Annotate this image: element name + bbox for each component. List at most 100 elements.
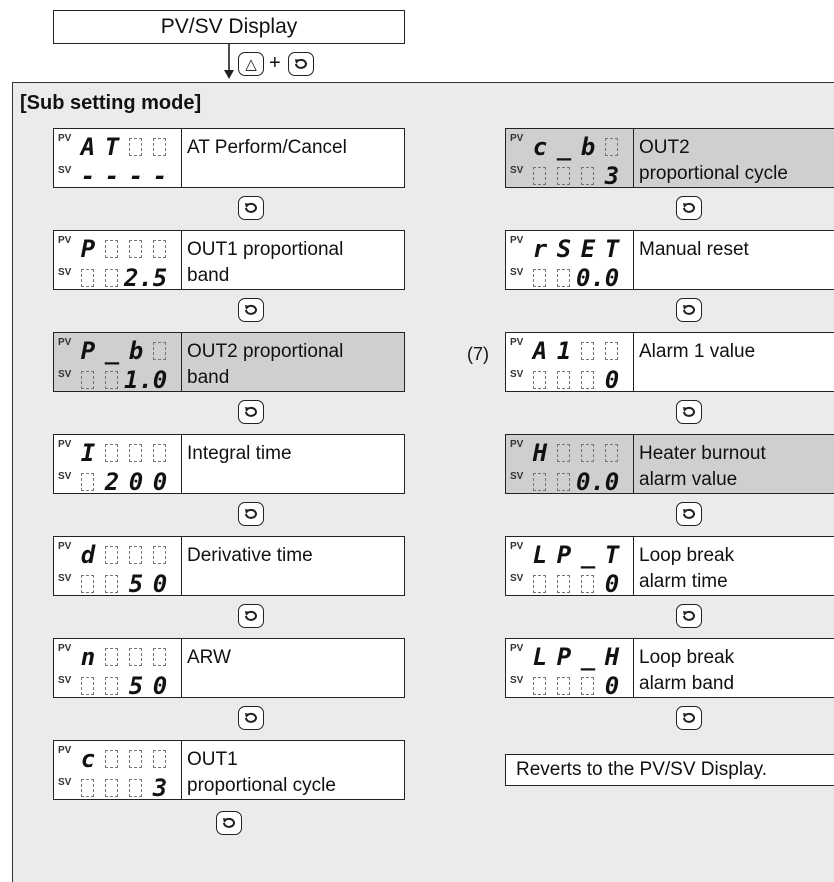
segment-digit: _ <box>556 133 572 161</box>
segment-digit <box>528 571 552 597</box>
segment-digit: 0 <box>152 366 168 394</box>
pv-tag: PV <box>58 133 72 144</box>
segment-digit: 0 <box>604 570 620 598</box>
sub-setting-mode-title: [Sub setting mode] <box>20 92 202 114</box>
segment-digit <box>552 469 576 495</box>
segment-digit: A <box>532 337 548 365</box>
segment-digit: - <box>104 162 120 190</box>
pv-tag: PV <box>58 541 72 552</box>
sv-tag: SV <box>58 675 72 686</box>
pv-digits: n <box>76 644 174 670</box>
segment-digit <box>100 367 124 393</box>
segment-digit: L <box>532 643 548 671</box>
parameter-label-line: Heater burnout <box>639 443 766 464</box>
segment-digit: _ <box>580 541 596 569</box>
parameter-label-line: alarm value <box>639 469 738 490</box>
parameter-label-line: OUT2 <box>639 137 690 158</box>
segment-digit <box>148 746 172 772</box>
segment-digit: P <box>556 541 572 569</box>
pv-tag: PV <box>58 439 72 450</box>
segment-digit: E <box>580 235 596 263</box>
segment-digit: 0. <box>576 468 605 496</box>
segment-digit <box>576 163 600 189</box>
segment-digit <box>100 571 124 597</box>
segment-digit <box>76 469 100 495</box>
sv-digits: 3 <box>76 775 174 801</box>
pv-tag: PV <box>510 643 524 654</box>
segment-digit: H <box>532 439 548 467</box>
segment-digit <box>528 469 552 495</box>
pv-tag: PV <box>510 439 524 450</box>
cycle-key-icon <box>676 706 702 730</box>
pv-tag: PV <box>510 337 524 348</box>
pv-digits: c_b <box>528 134 626 160</box>
segment-digit <box>100 746 124 772</box>
segment-digit: 2 <box>104 468 120 496</box>
segment-digit <box>576 338 600 364</box>
sv-digits: 0 <box>528 673 626 699</box>
segment-digit <box>76 265 100 291</box>
segment-digit: r <box>532 235 548 263</box>
cycle-key-icon <box>238 502 264 526</box>
segment-digit <box>76 367 100 393</box>
segment-digit <box>552 440 576 466</box>
segment-digit: c <box>80 745 96 773</box>
segment-digit: 3 <box>604 162 620 190</box>
parameter-label-line: OUT1 proportional <box>187 239 344 260</box>
parameter-label: AT Perform/Cancel <box>182 129 404 187</box>
parameter-label: Integral time <box>182 435 404 493</box>
segment-digit <box>148 644 172 670</box>
segment-digit: 0 <box>128 468 144 496</box>
pv-digits: c <box>76 746 174 772</box>
segment-digit <box>576 367 600 393</box>
pv-tag: PV <box>58 235 72 246</box>
sv-tag: SV <box>58 267 72 278</box>
segment-digit: d <box>80 541 96 569</box>
cycle-key-icon <box>676 604 702 628</box>
parameter-label-line: alarm band <box>639 673 735 694</box>
parameter-label-line: band <box>187 367 230 388</box>
segment-digit <box>100 542 124 568</box>
segment-digit: - <box>152 162 168 190</box>
segment-digit <box>100 775 124 801</box>
segment-digit: n <box>80 643 96 671</box>
pv-digits: P <box>76 236 174 262</box>
segment-digit: A <box>80 133 96 161</box>
segment-digit <box>100 265 124 291</box>
segment-digit <box>124 644 148 670</box>
parameter-label: OUT2 proportional cycle <box>634 129 834 187</box>
parameter-label-line: proportional cycle <box>639 163 788 184</box>
segment-digit <box>148 440 172 466</box>
parameter-label: Manual reset <box>634 231 834 289</box>
segment-digit: H <box>604 643 620 671</box>
segment-digit: 0 <box>152 672 168 700</box>
segment-digit: _ <box>580 643 596 671</box>
sv-tag: SV <box>510 165 524 176</box>
cycle-key-icon <box>676 298 702 322</box>
up-key-symbol: △ <box>245 55 257 73</box>
sv-digits: 0.0 <box>528 265 626 291</box>
segment-digit <box>100 644 124 670</box>
segment-digit <box>600 134 624 160</box>
parameter-label-line: band <box>187 265 230 286</box>
pv-tag: PV <box>58 337 72 348</box>
segment-digit <box>124 542 148 568</box>
segment-digit: 2. <box>124 264 153 292</box>
